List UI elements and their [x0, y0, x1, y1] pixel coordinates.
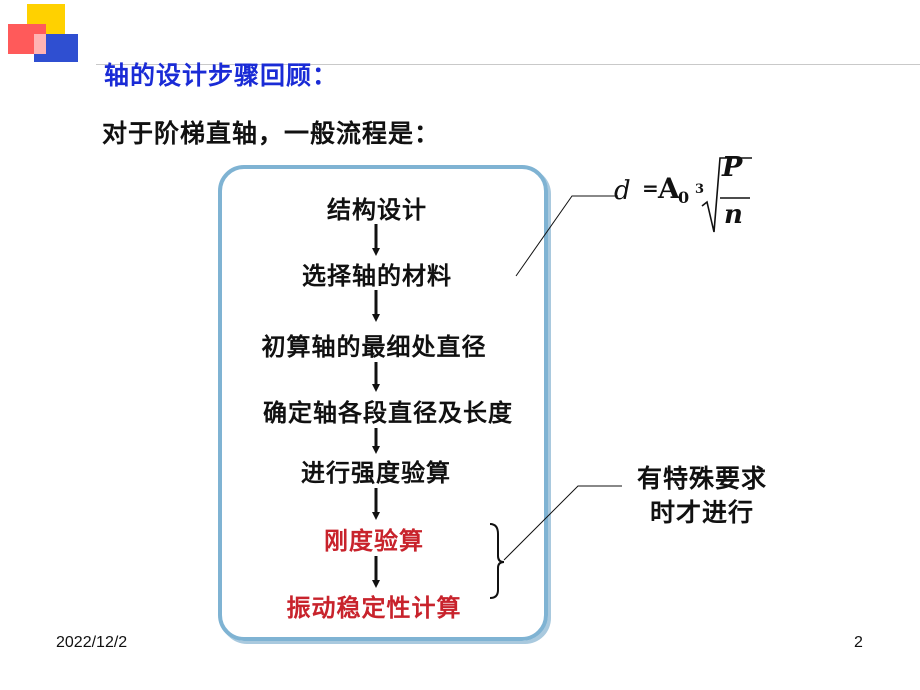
formula-denominator: n	[724, 200, 743, 230]
special-requirement-note: 有特殊要求 时才进行	[612, 462, 792, 530]
step-stiffness-check: 刚度验算	[324, 527, 424, 555]
footer-date: 2022/12/2	[56, 634, 128, 651]
formula-coefficient-subscript: 0	[678, 188, 690, 207]
note-callout-line	[503, 485, 622, 561]
formula-coefficient: A	[658, 172, 680, 205]
step-structure-design: 结构设计	[327, 196, 427, 224]
slide-heading: 轴的设计步骤回顾：	[104, 61, 339, 90]
formula-callout-line	[515, 195, 618, 277]
step-initial-diameter: 初算轴的最细处直径	[261, 333, 487, 361]
diameter-formula: d = A 0 3 P n	[614, 152, 754, 236]
formula-lhs: d	[614, 176, 631, 206]
step-vibration-stability: 振动稳定性计算	[286, 594, 462, 622]
step-select-material: 选择轴的材料	[302, 262, 452, 290]
formula-root-index: 3	[695, 182, 705, 197]
slide-subheading: 对于阶梯直轴，一般流程是：	[102, 119, 441, 148]
note-line-2: 时才进行	[649, 498, 754, 527]
page-number: 2	[854, 634, 863, 651]
formula-numerator: P	[722, 152, 743, 183]
decor-square-pink	[34, 34, 46, 54]
radical-sign	[701, 157, 752, 233]
step-strength-check: 进行强度验算	[301, 459, 451, 487]
brace	[489, 523, 505, 599]
step-determine-sections: 确定轴各段直径及长度	[263, 399, 513, 427]
title-rule	[96, 64, 920, 65]
flowchart-box	[218, 165, 548, 641]
note-line-1: 有特殊要求	[636, 464, 767, 493]
formula-equals: =	[642, 176, 659, 200]
